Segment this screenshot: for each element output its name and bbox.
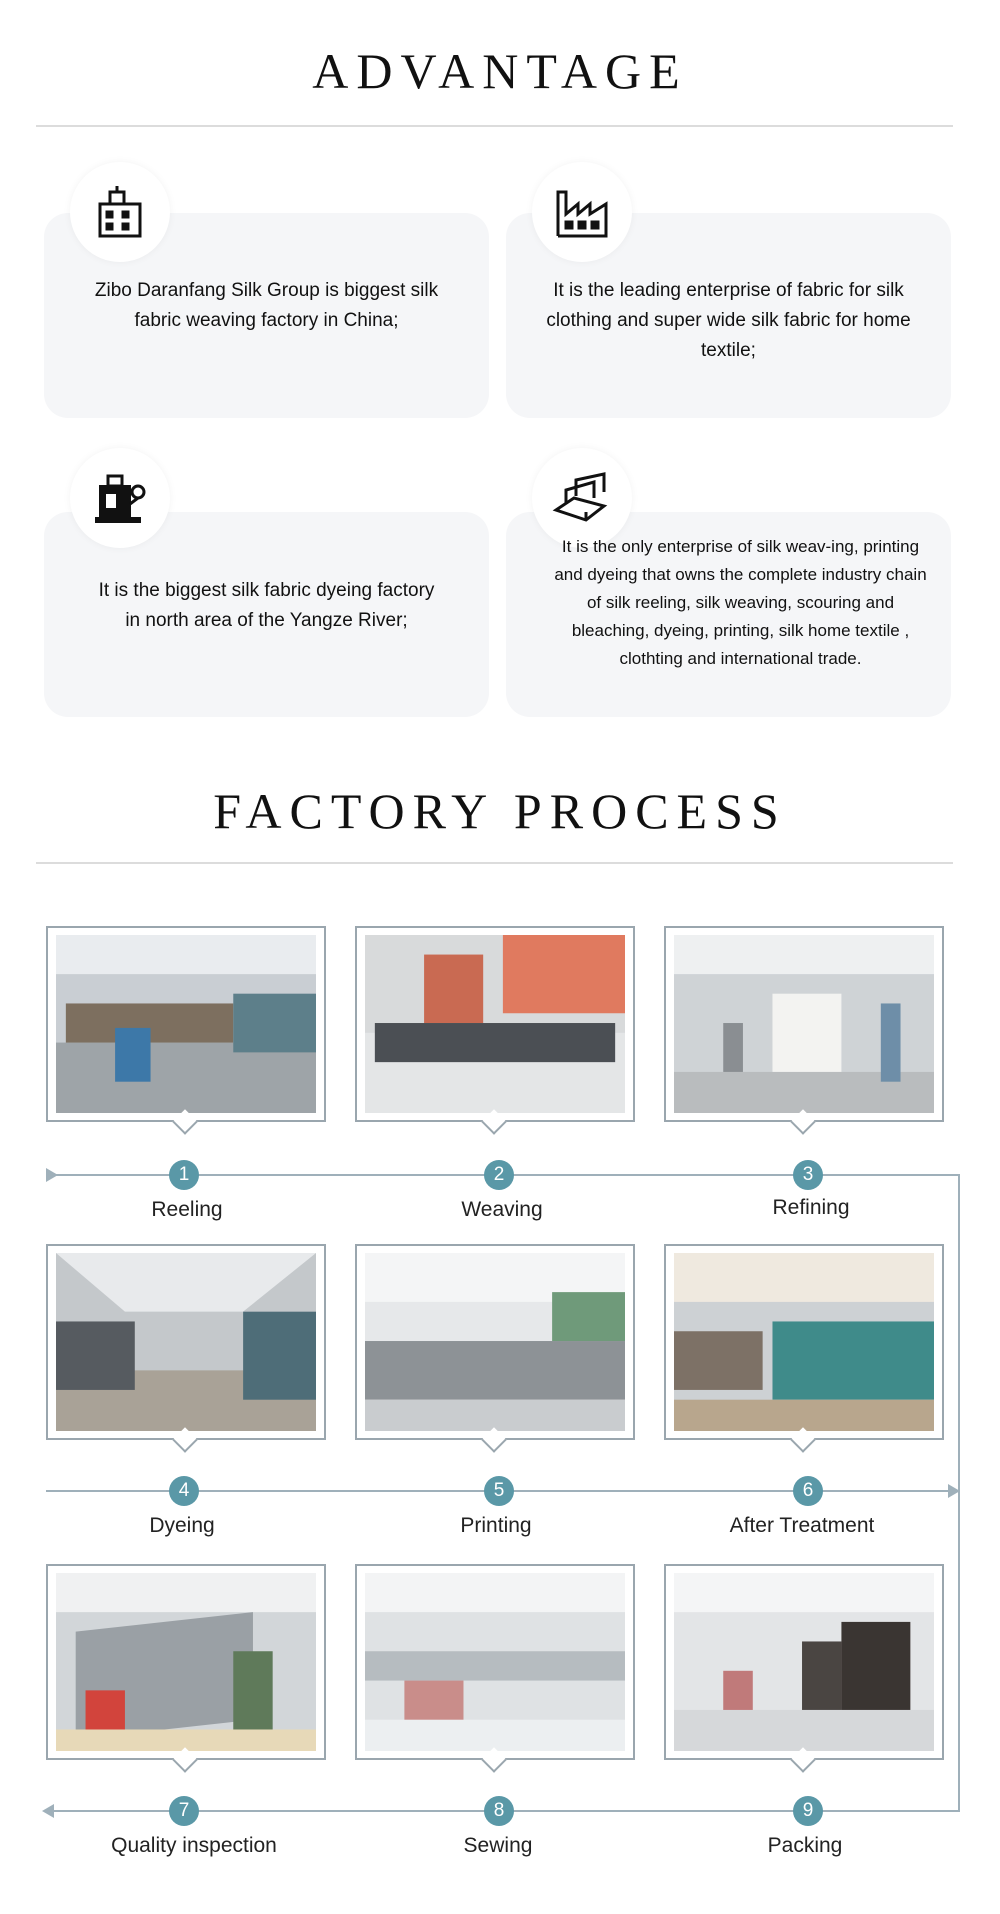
advantage-heading: ADVANTAGE bbox=[312, 43, 688, 99]
flow-line-right-connector-lower bbox=[958, 1490, 960, 1812]
photo-packing bbox=[664, 1564, 944, 1773]
step-label-packing: Packing bbox=[767, 1834, 843, 1857]
step-label-printing: Printing bbox=[460, 1514, 532, 1537]
step-label-reeling: Reeling bbox=[151, 1198, 223, 1221]
photo-printing bbox=[355, 1244, 635, 1453]
advantage-card-1-text: Zibo Daranfang Silk Group is biggest sil… bbox=[94, 280, 439, 331]
factory-icon bbox=[532, 162, 632, 262]
step-label-quality-inspection: Quality inspection bbox=[111, 1834, 277, 1857]
photo-dyeing bbox=[46, 1244, 326, 1453]
step-number-2: 2 bbox=[484, 1160, 514, 1190]
flow-arrow-row-2 bbox=[948, 1484, 960, 1498]
step-number-7: 7 bbox=[169, 1796, 199, 1826]
photo-reeling bbox=[46, 926, 326, 1135]
flow-arrow-end bbox=[42, 1804, 54, 1818]
step-number-6: 6 bbox=[793, 1476, 823, 1506]
advantage-card-4-text: It is the only enterprise of silk weav-i… bbox=[554, 537, 927, 668]
step-label-weaving: Weaving bbox=[461, 1198, 543, 1221]
factory-process-divider bbox=[36, 862, 953, 864]
step-number-1: 1 bbox=[169, 1160, 199, 1190]
flow-line-right-connector bbox=[958, 1174, 960, 1490]
step-number-4: 4 bbox=[169, 1476, 199, 1506]
step-number-9: 9 bbox=[793, 1796, 823, 1826]
step-number-3: 3 bbox=[793, 1160, 823, 1190]
advantage-card-3-text: It is the biggest silk fabric dyeing fac… bbox=[98, 580, 435, 631]
step-number-8: 8 bbox=[484, 1796, 514, 1826]
step-label-refining: Refining bbox=[772, 1196, 850, 1219]
dyeing-machine-icon bbox=[70, 448, 170, 548]
advantage-card-2-text: It is the leading enterprise of fabric f… bbox=[546, 280, 911, 361]
advantage-divider bbox=[36, 125, 953, 127]
step-label-dyeing: Dyeing bbox=[149, 1514, 215, 1537]
industry-chain-icon bbox=[532, 448, 632, 548]
step-number-5: 5 bbox=[484, 1476, 514, 1506]
factory-process-heading: FACTORY PROCESS bbox=[213, 783, 787, 839]
photo-weaving bbox=[355, 926, 635, 1135]
photo-sewing bbox=[355, 1564, 635, 1773]
photo-after-treatment bbox=[664, 1244, 944, 1453]
photo-refining bbox=[664, 926, 944, 1135]
step-label-sewing: Sewing bbox=[463, 1834, 533, 1857]
photo-quality-inspection bbox=[46, 1564, 326, 1773]
step-label-after-treatment: After Treatment bbox=[729, 1514, 875, 1537]
office-building-icon bbox=[70, 162, 170, 262]
